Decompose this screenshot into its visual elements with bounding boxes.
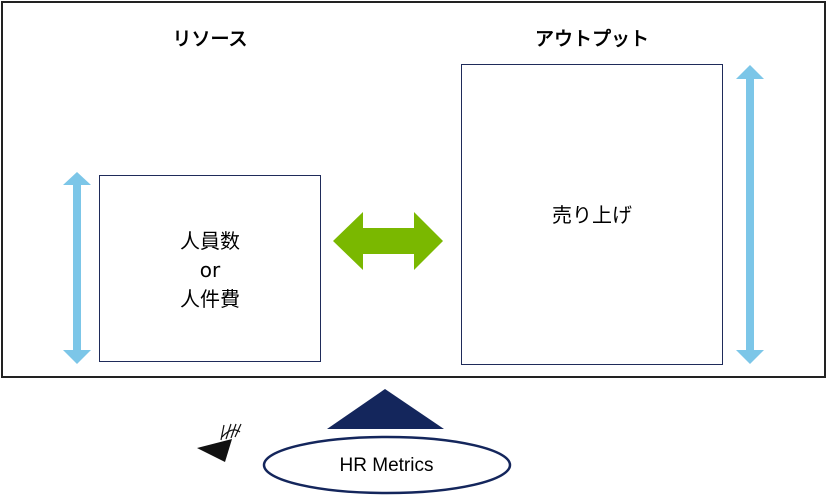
relation-arrow-icon — [333, 212, 443, 270]
resource-scale-arrow-icon — [63, 172, 91, 364]
resources-line-or: or — [199, 258, 221, 282]
hr-metrics-ellipse — [262, 435, 512, 495]
observer-eye-icon — [197, 423, 242, 462]
resources-line-headcount: 人員数 — [180, 229, 240, 253]
resources-box: 人員数 or 人件費 — [99, 175, 321, 362]
diagram-frame — [1, 1, 826, 378]
metrics-pointer-triangle-icon — [327, 389, 444, 429]
resources-line-labor-cost: 人件費 — [180, 287, 240, 311]
hr-metrics-label: HR Metrics — [339, 455, 434, 476]
output-scale-arrow-icon — [736, 65, 764, 364]
resources-heading: リソース — [172, 28, 248, 50]
output-box-text: 売り上げ — [552, 203, 632, 227]
resources-box-text: 人員数 or 人件費 — [100, 227, 320, 314]
output-heading: アウトプット — [534, 28, 649, 50]
output-box: 売り上げ — [461, 64, 723, 365]
